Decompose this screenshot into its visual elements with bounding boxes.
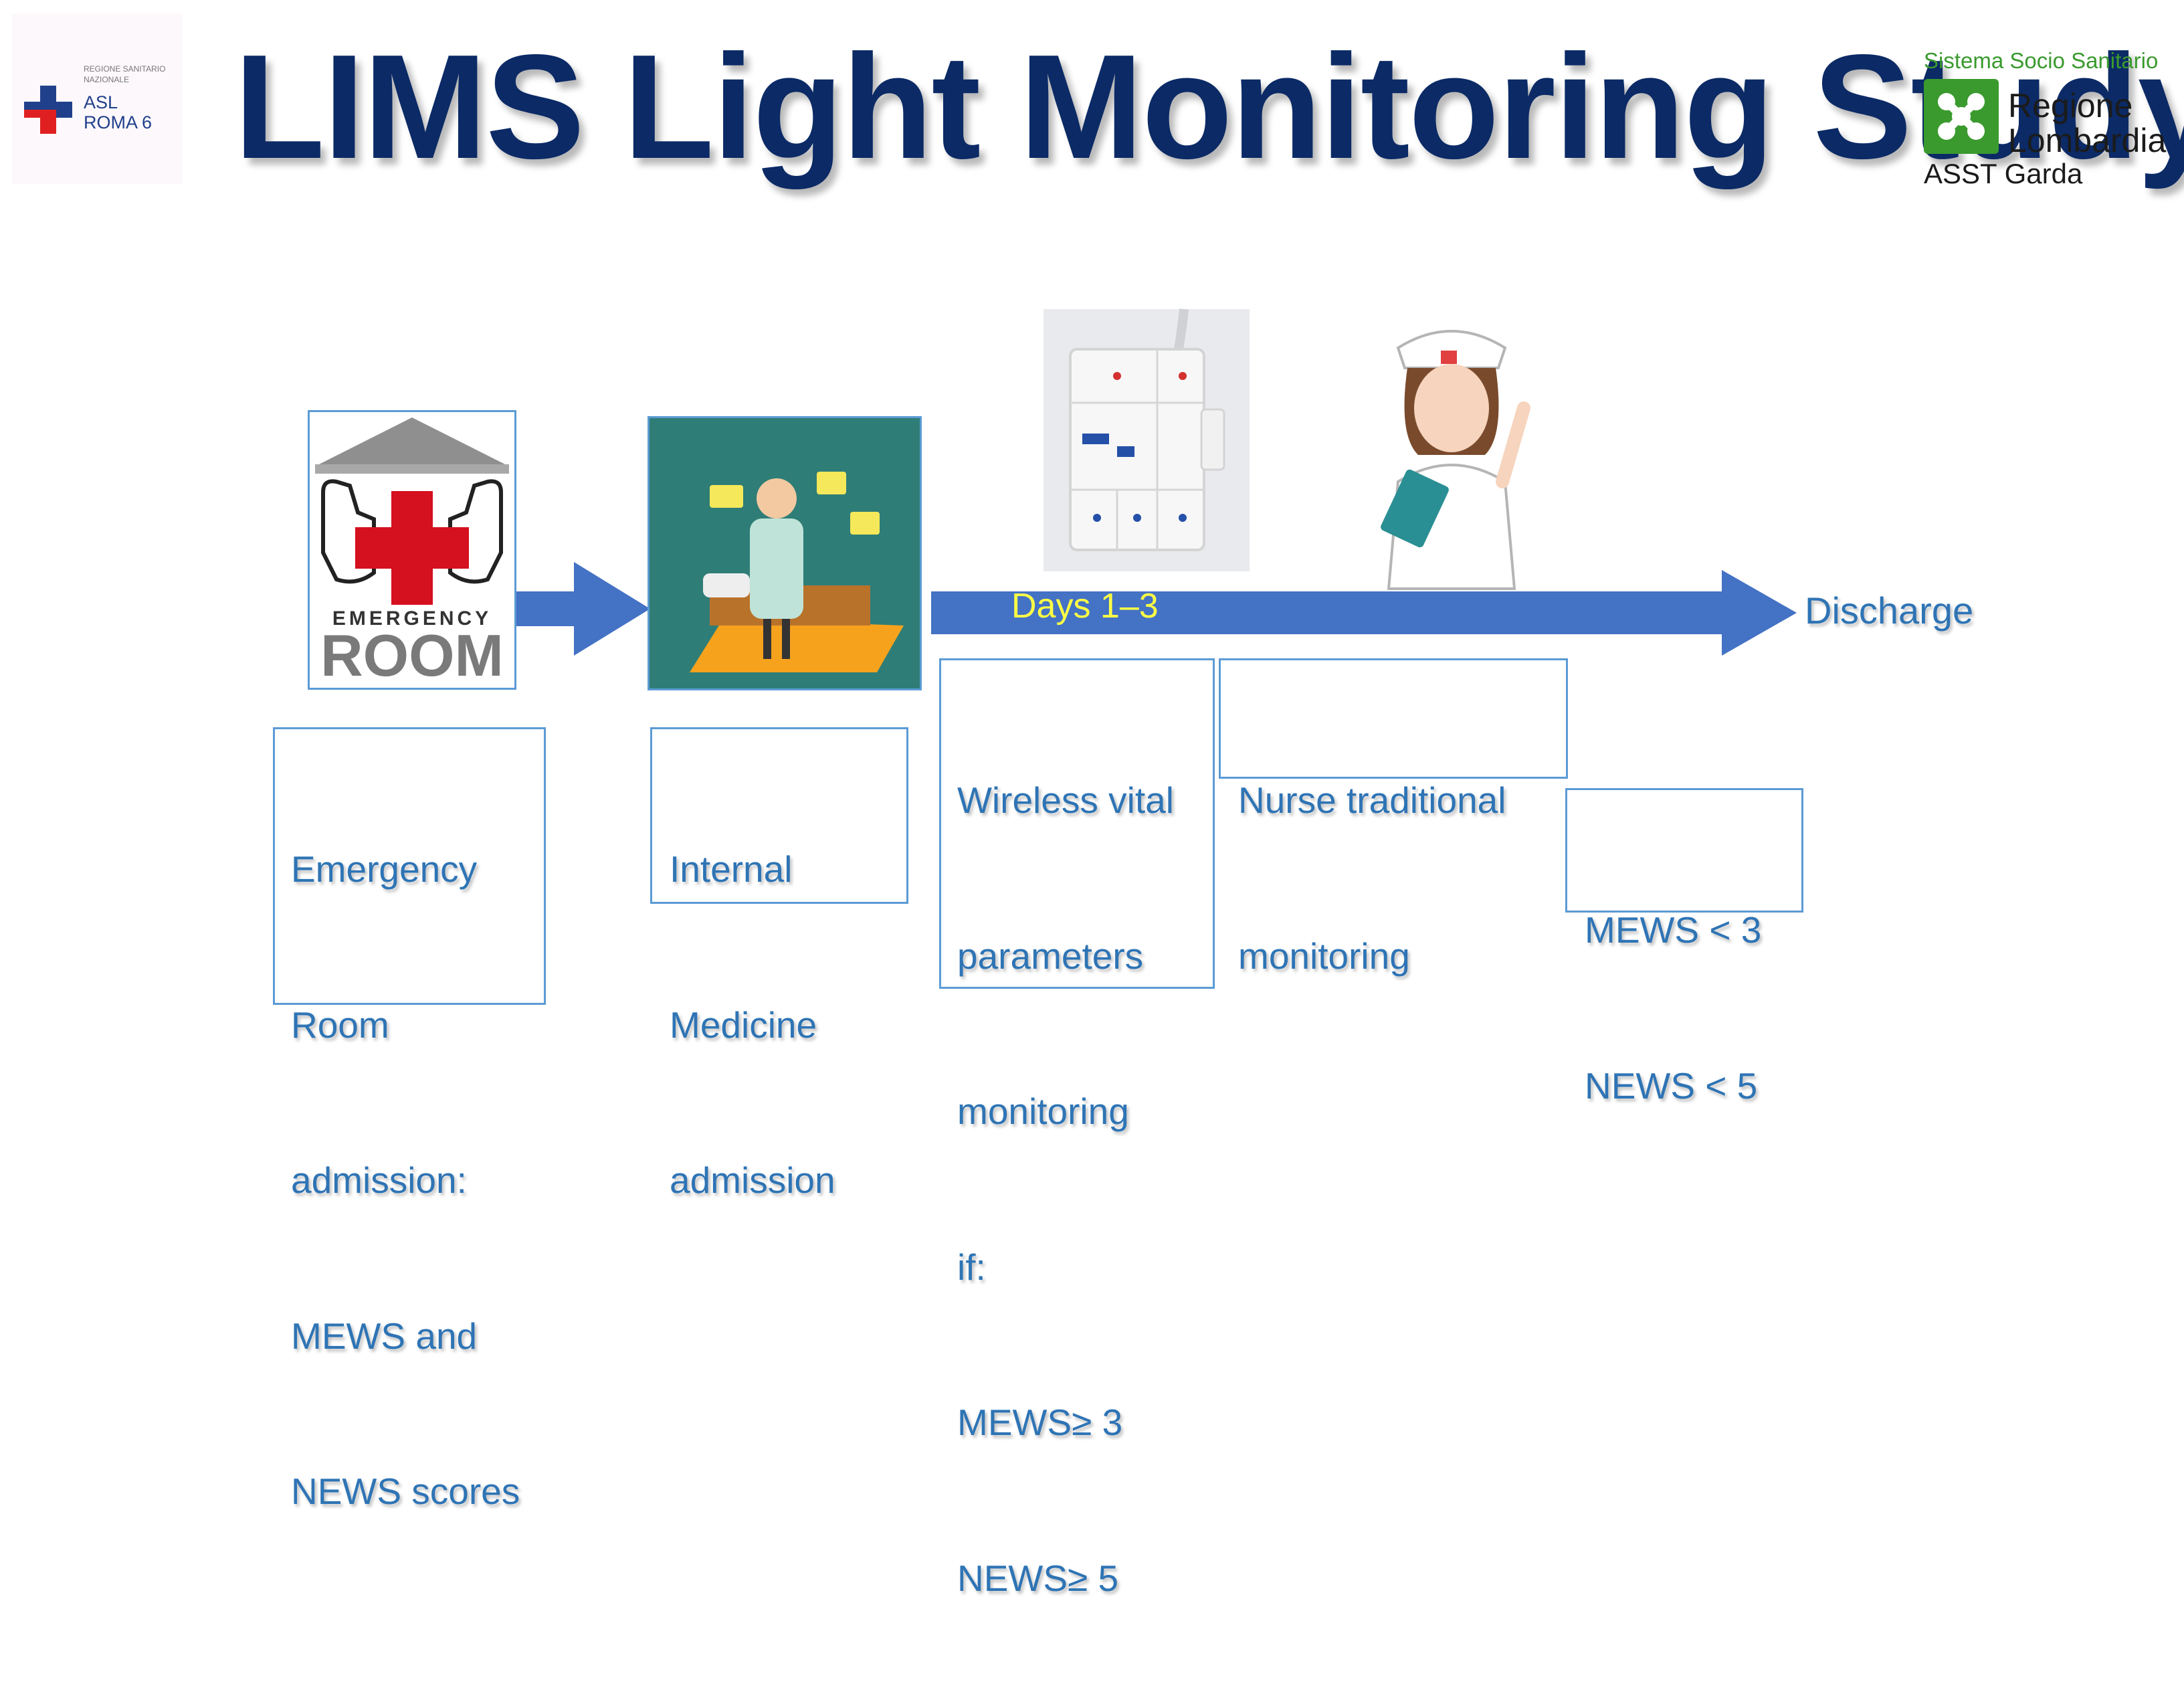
box-line: admission [670,1159,835,1201]
asl-name: ASL ROMA 6 [84,92,152,132]
asl-roma6-logo [12,13,183,184]
box-line: Emergency [291,848,478,890]
box-line: MEWS < 3 [1585,909,1762,951]
days-label: Days 1–3 [1011,587,1159,626]
wireless-device-image [1044,308,1250,571]
asst-garda-label: ASST Garda [1924,158,2083,189]
im-admission-box: Internal Medicine admission [650,727,908,1201]
box-line: Internal [670,848,793,890]
lombardia-flower-icon [1924,79,1999,154]
emergency-room-image: EMERGENCY ROOM [308,410,516,690]
asl-name-line-1: ASL [84,92,118,112]
box-line: MEWS and [291,1315,478,1357]
wireless-monitoring-text: Wireless vital parameters monitoring if:… [957,671,1206,1708]
box-line: Wireless vital [957,779,1174,821]
lombardia-top-line: Sistema Socio Sanitario [1924,48,2159,73]
box-line: parameters [957,935,1144,977]
room-label: ROOM [320,622,504,688]
box-line: NEWS≥ 5 [957,1557,1119,1599]
discharge-threshold-text: MEWS < 3 NEWS < 5 [1585,801,1795,1216]
discharge-label: Discharge [1805,589,1974,632]
nurse-monitoring-text: Nurse traditional monitoring [1238,671,1559,1086]
box-line: Nurse traditional [1238,779,1506,821]
internal-medicine-image [648,416,922,690]
im-admission-text: Internal Medicine admission [670,740,900,1311]
box-line: if: [957,1246,986,1288]
box-line: NEWS scores [291,1470,520,1512]
lombardia-name-line-1: Regione [2008,87,2133,124]
wireless-monitoring-box: Wireless vital parameters monitoring if:… [939,658,1215,1599]
lombardia-name: Regione Lombardia [2008,88,2166,158]
box-line: admission: [291,1159,467,1201]
er-admission-text: Emergency Room admission: MEWS and NEWS … [291,740,537,1622]
lombardia-name-line-2: Lombardia [2008,122,2167,159]
box-line: MEWS≥ 3 [957,1402,1123,1443]
er-admission-box: Emergency Room admission: MEWS and NEWS … [273,727,546,1512]
emergency-label: EMERGENCY [332,607,492,630]
box-line: Medicine [670,1004,817,1046]
nurse-monitoring-box: Nurse traditional monitoring [1219,658,1568,977]
timeline-arrow [931,570,1797,656]
discharge-threshold-box: MEWS < 3 NEWS < 5 [1565,788,1803,1107]
er-to-im-arrow [515,562,650,656]
nurse-image [1381,330,1530,590]
box-line: NEWS < 5 [1585,1064,1758,1107]
flow-arrows [515,562,1797,656]
box-line: monitoring [957,1090,1129,1132]
asl-small-line-2: NAZIONALE [84,75,130,84]
cross-icon [24,86,72,134]
box-line: Room [291,1004,389,1046]
asl-name-line-2: ROMA 6 [84,112,153,132]
asl-small-line-1: REGIONE SANITARIO [84,64,166,74]
box-line: monitoring [1238,935,1410,977]
